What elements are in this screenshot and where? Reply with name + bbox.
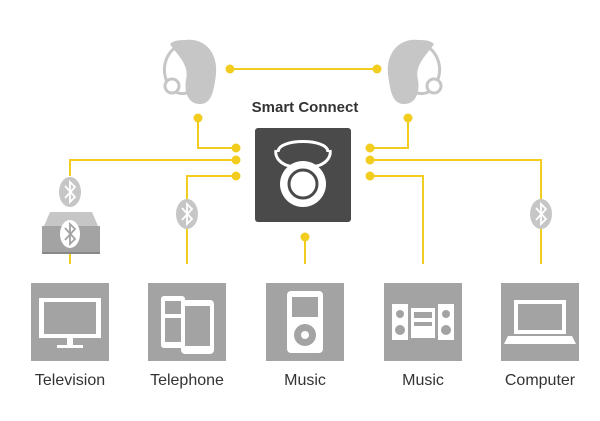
left-hearing-aid-icon <box>163 39 217 104</box>
device-label-music-player: Music <box>284 372 326 389</box>
right-hearing-aid-icon <box>387 39 443 104</box>
bluetooth-icon <box>530 199 552 229</box>
telephone-device-icon <box>148 283 226 361</box>
device-label-stereo: Music <box>402 372 444 389</box>
laptop-device-icon <box>501 283 579 361</box>
hub-title: Smart Connect <box>251 99 359 116</box>
connection-lines <box>69 68 542 264</box>
television-device-icon <box>31 283 109 361</box>
junction-dots <box>193 64 413 242</box>
music-player-device-icon <box>266 283 344 361</box>
bluetooth-icon <box>59 177 81 207</box>
device-label-computer: Computer <box>504 372 576 389</box>
bluetooth-icon <box>176 199 198 229</box>
stereo-device-icon <box>384 283 462 361</box>
device-label-television: Television <box>34 372 106 389</box>
device-label-telephone: Telephone <box>150 372 224 389</box>
bluetooth-icon <box>60 220 80 248</box>
smart-connect-hub-icon <box>255 128 351 222</box>
